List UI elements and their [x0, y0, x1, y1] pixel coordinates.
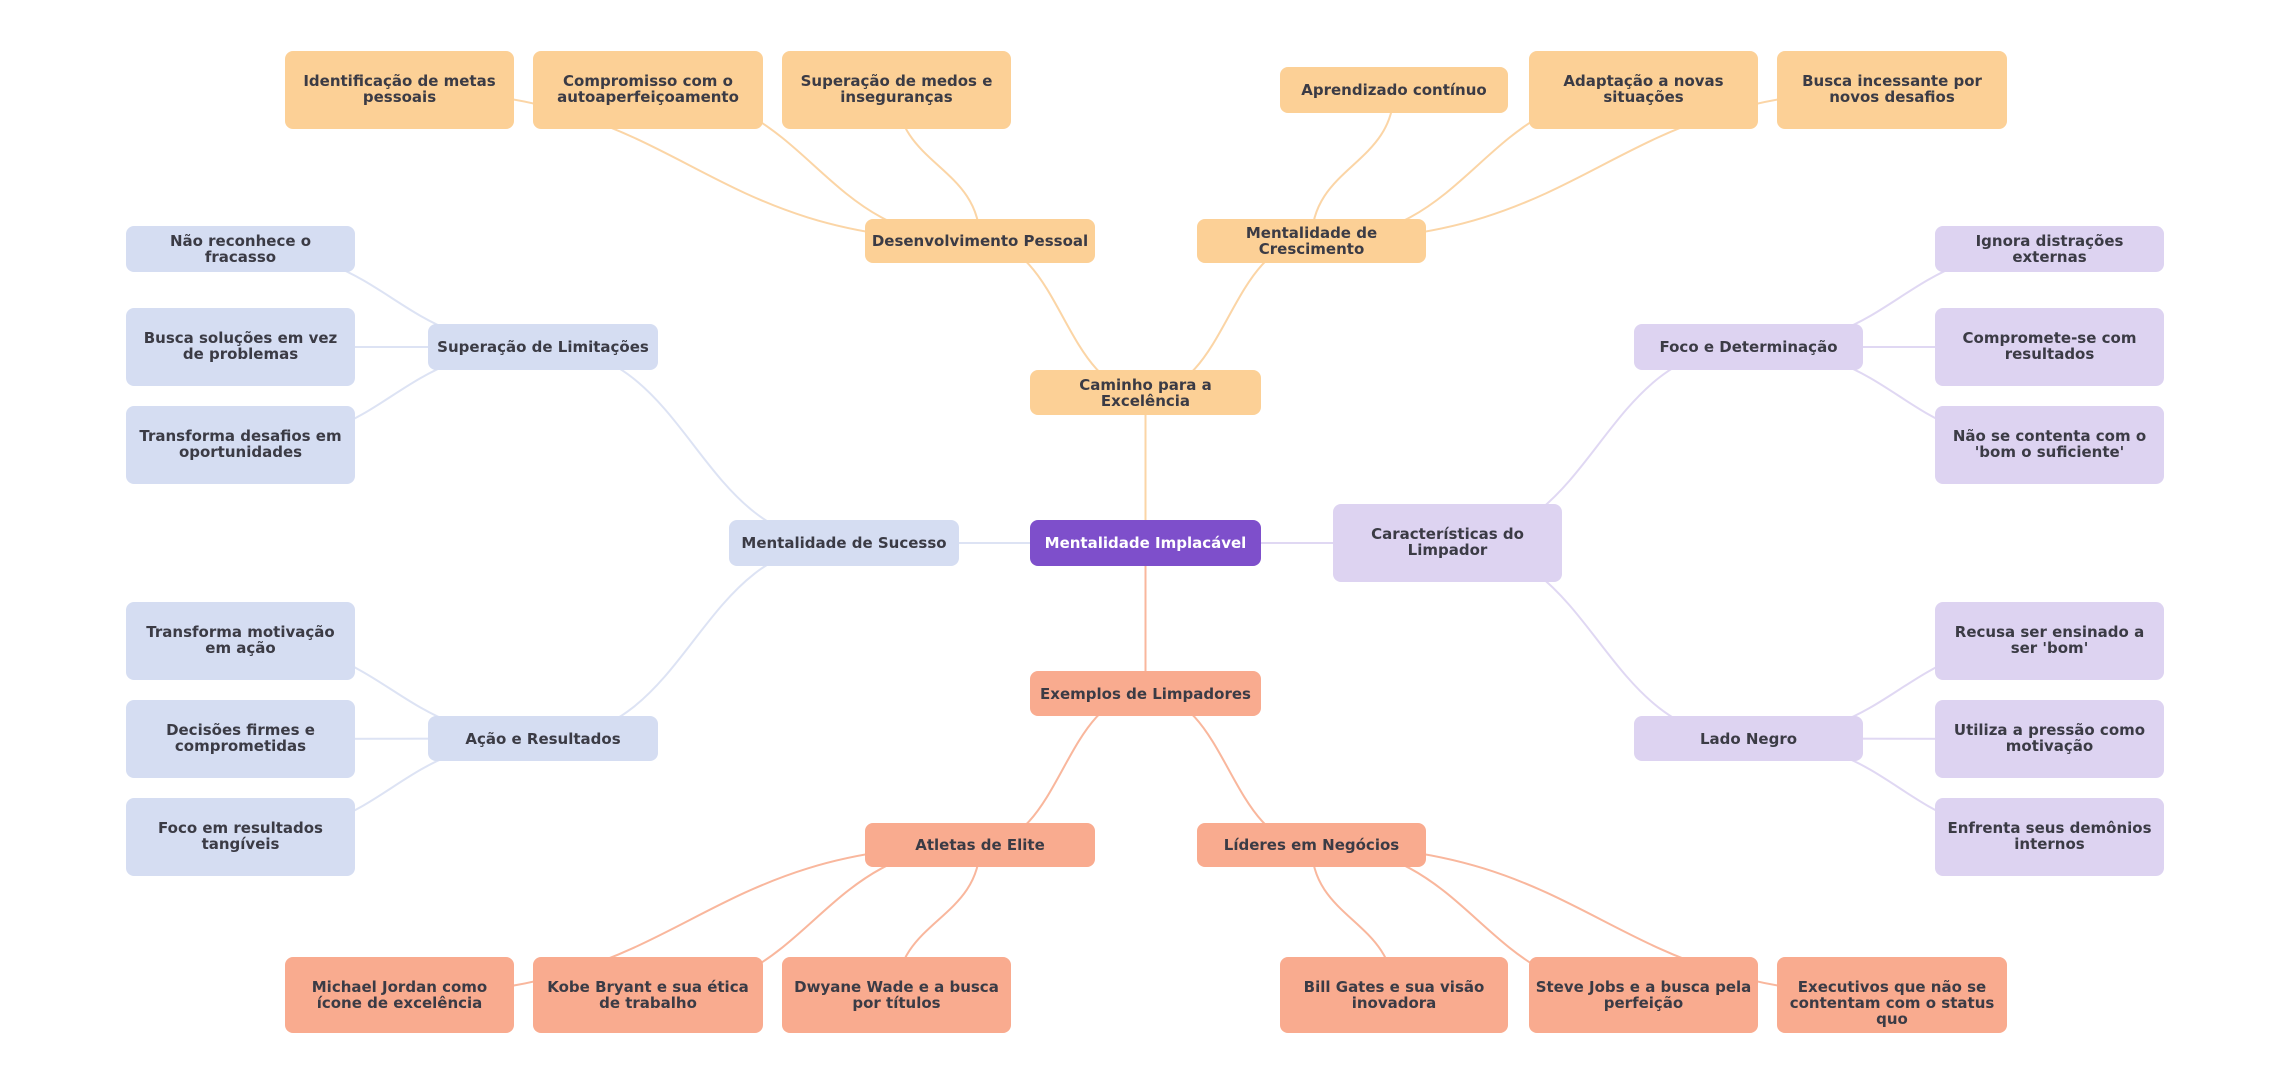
node-desenvolvimento-pessoal[interactable]: Desenvolvimento Pessoal [865, 219, 1095, 263]
node-lideres-negocios[interactable]: Líderes em Negócios [1197, 823, 1426, 867]
node-mentalidade-crescimento[interactable]: Mentalidade de Crescimento [1197, 219, 1426, 263]
leaf-node[interactable]: Não se contenta com o 'bom o suficiente' [1935, 406, 2164, 484]
leaf-node[interactable]: Bill Gates e sua visão inovadora [1280, 957, 1508, 1033]
node-lado-negro[interactable]: Lado Negro [1634, 716, 1863, 761]
node-atletas-elite[interactable]: Atletas de Elite [865, 823, 1095, 867]
connector-cresc-c1 [1310, 89, 1395, 242]
leaf-node[interactable]: Transforma desafios em oportunidades [126, 406, 355, 484]
node-acao-resultados[interactable]: Ação e Resultados [428, 716, 658, 761]
leaf-node[interactable]: Michael Jordan como ícone de excelência [285, 957, 514, 1033]
leaf-node[interactable]: Compromete-se com resultados [1935, 308, 2164, 386]
leaf-node[interactable]: Transforma motivação em ação [126, 602, 355, 680]
branch-mentalidade-sucesso[interactable]: Mentalidade de Sucesso [729, 520, 959, 566]
branch-exemplos-limpadores[interactable]: Exemplos de Limpadores [1030, 671, 1261, 716]
leaf-node[interactable]: Recusa ser ensinado a ser 'bom' [1935, 602, 2164, 680]
leaf-node[interactable]: Decisões firmes e comprometidas [126, 700, 355, 778]
leaf-node[interactable]: Ignora distrações externas [1935, 226, 2164, 272]
connector-sucesso-acao [542, 542, 845, 740]
leaf-node[interactable]: Compromisso com o autoaperfeiçoamento [533, 51, 763, 129]
root-node[interactable]: Mentalidade Implacável [1030, 520, 1261, 566]
leaf-node[interactable]: Identificação de metas pessoais [285, 51, 514, 129]
leaf-node[interactable]: Adaptação a novas situações [1529, 51, 1758, 129]
leaf-node[interactable]: Kobe Bryant e sua ética de trabalho [533, 957, 763, 1033]
leaf-node[interactable]: Aprendizado contínuo [1280, 67, 1508, 113]
leaf-node[interactable]: Steve Jobs e a busca pela perfeição [1529, 957, 1758, 1033]
leaf-node[interactable]: Executivos que não se contentam com o st… [1777, 957, 2007, 1033]
leaf-node[interactable]: Utiliza a pressão como motivação [1935, 700, 2164, 778]
node-foco-determinacao[interactable]: Foco e Determinação [1634, 324, 1863, 370]
branch-caracteristicas-limpador[interactable]: Características do Limpador [1333, 504, 1562, 582]
leaf-node[interactable]: Busca incessante por novos desafios [1777, 51, 2007, 129]
leaf-node[interactable]: Superação de medos e inseguranças [782, 51, 1011, 129]
leaf-node[interactable]: Dwyane Wade e a busca por títulos [782, 957, 1011, 1033]
leaf-node[interactable]: Busca soluções em vez de problemas [126, 308, 355, 386]
node-superacao-limitacoes[interactable]: Superação de Limitações [428, 324, 658, 370]
branch-caminho-excelencia[interactable]: Caminho para a Excelência [1030, 370, 1261, 415]
leaf-node[interactable]: Não reconhece o fracasso [126, 226, 355, 272]
connector-sucesso-superacao [542, 346, 845, 544]
leaf-node[interactable]: Foco em resultados tangíveis [126, 798, 355, 876]
leaf-node[interactable]: Enfrenta seus demônios internos [1935, 798, 2164, 876]
